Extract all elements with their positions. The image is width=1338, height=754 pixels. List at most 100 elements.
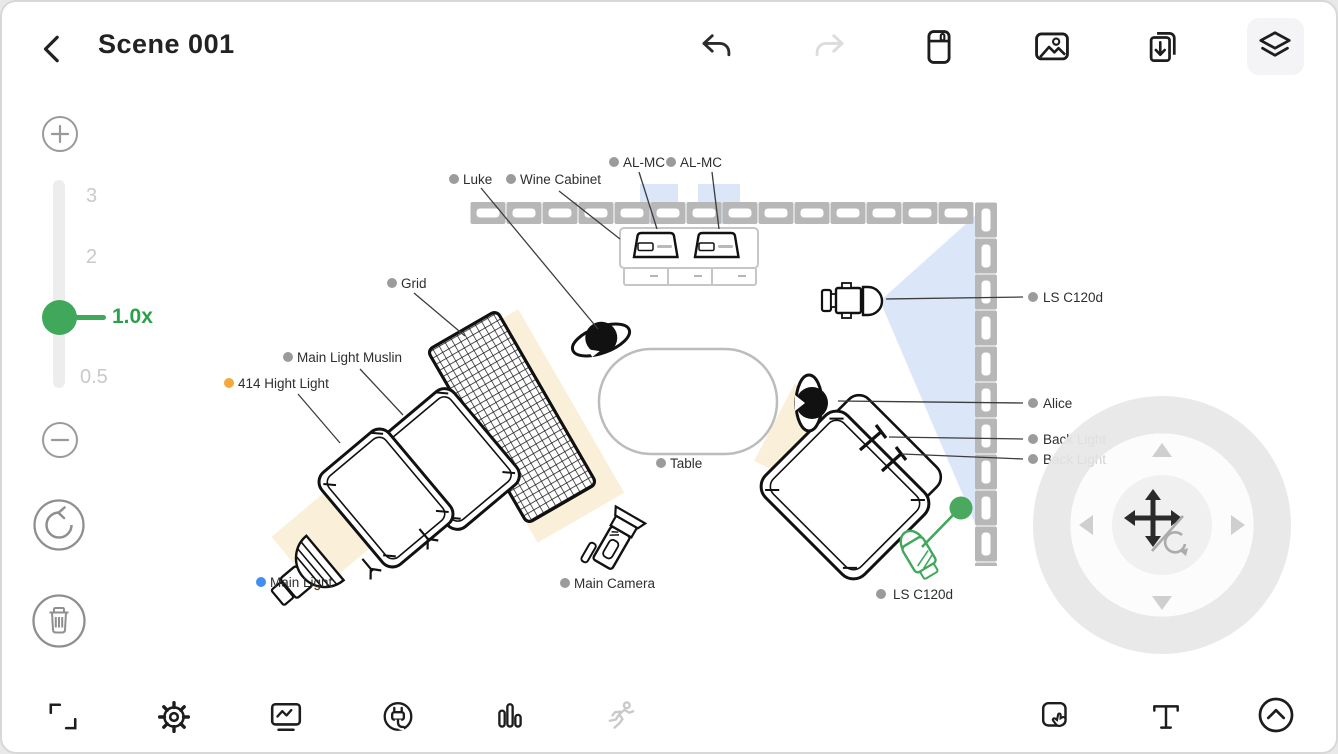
text-tool-button[interactable]: [1146, 697, 1186, 737]
image-icon: [1035, 32, 1069, 61]
label-414-hight-light: 414 Hight Light: [238, 376, 329, 391]
label-main-light-muslin: Main Light Muslin: [297, 350, 402, 365]
select-gesture-icon: [1041, 701, 1067, 727]
table[interactable]: [597, 347, 779, 456]
label-alice: Alice: [1043, 396, 1072, 411]
person-alice[interactable]: [794, 373, 828, 433]
image-button[interactable]: [1032, 27, 1072, 67]
frame-stand-1: [418, 528, 439, 550]
joystick-arrow-down-icon[interactable]: [1152, 596, 1172, 610]
zoom-tick-3: 3: [86, 185, 98, 207]
fullscreen-button[interactable]: [43, 697, 83, 737]
front-frame[interactable]: [754, 404, 935, 585]
label-ls-c120d-right: LS C120d: [1043, 290, 1103, 305]
zoom-tick-05: 0.5: [80, 366, 108, 388]
dot-ls-c120d-right: [1028, 292, 1038, 302]
save-icon: [927, 30, 951, 64]
label-luke: Luke: [463, 172, 492, 187]
zoom-slider-knob[interactable]: [42, 300, 77, 335]
redo-icon: [815, 34, 844, 57]
dot-wine-cabinet: [506, 174, 516, 184]
select-button[interactable]: [1037, 697, 1077, 737]
dot-table: [656, 458, 666, 468]
monitor-wave-icon: [270, 702, 302, 732]
save-button[interactable]: [919, 27, 959, 67]
zoom-out-button[interactable]: [40, 420, 80, 460]
selection-rotate-handle[interactable]: [949, 496, 973, 520]
gear-icon: [157, 700, 191, 734]
main-camera[interactable]: [580, 504, 648, 578]
label-al-mc-1: AL-MC: [623, 155, 665, 170]
undo-button[interactable]: [697, 27, 737, 67]
main-light-fixture[interactable]: [259, 534, 346, 620]
fullscreen-corners-icon: [49, 703, 77, 730]
leader-lines: [297, 171, 1024, 460]
dot-alice: [1028, 398, 1038, 408]
joystick-arrow-up-icon[interactable]: [1152, 443, 1172, 457]
dot-al-mc-1: [609, 157, 619, 167]
export-button[interactable]: [1143, 27, 1183, 67]
dot-main-camera: [560, 578, 570, 588]
back-light-fixture-1[interactable]: [858, 424, 888, 452]
ls-c120d-fixture[interactable]: [820, 282, 884, 319]
settings-button[interactable]: [154, 697, 194, 737]
truss-vertical[interactable]: [975, 202, 997, 566]
dot-main-light-muslin: [283, 352, 293, 362]
layers-button[interactable]: [1255, 27, 1295, 67]
zoom-slider-track[interactable]: [53, 180, 65, 388]
dot-luke: [449, 174, 459, 184]
label-grid: Grid: [401, 276, 427, 291]
truss-horizontal[interactable]: [470, 202, 974, 224]
frame-stand-2: [361, 558, 382, 580]
zoom-in-button[interactable]: [40, 114, 80, 154]
dot-main-light: [256, 577, 266, 587]
joystick-arrow-right-icon[interactable]: [1231, 515, 1245, 535]
selection-handle-line: [921, 512, 956, 548]
zoom-current-value: 1.0x: [112, 305, 153, 328]
layers-icon: [1259, 31, 1291, 57]
al-mc-device-2[interactable]: [693, 231, 740, 259]
reset-view-button[interactable]: [32, 498, 86, 552]
dot-back-light-2: [1028, 454, 1038, 464]
dot-back-light-1: [1028, 434, 1038, 444]
label-dots: [224, 157, 1038, 599]
dot-al-mc-2: [666, 157, 676, 167]
export-icon: [1149, 31, 1176, 63]
back-light-fixture-2[interactable]: [880, 446, 908, 473]
label-table: Table: [670, 456, 702, 471]
dot-ls-c120d-selected: [876, 589, 886, 599]
stats-button[interactable]: [490, 697, 530, 737]
monitor-button[interactable]: [266, 697, 306, 737]
delete-button[interactable]: [31, 593, 87, 649]
collapse-button[interactable]: [1256, 695, 1296, 735]
label-ls-c120d-selected: LS C120d: [893, 587, 953, 602]
dot-414-hight-light: [224, 378, 234, 388]
trash-icon: [32, 594, 86, 648]
redo-button[interactable]: [809, 27, 849, 67]
page-title: Scene 001: [98, 29, 235, 59]
chevron-up-circle-icon: [1258, 697, 1294, 733]
muslin-frame-1[interactable]: [314, 424, 459, 572]
al-mc-device-1[interactable]: [632, 231, 679, 259]
plus-icon: [42, 116, 78, 152]
stats-bars-icon: [498, 703, 522, 728]
reset-icon: [33, 499, 85, 551]
ls-c120d-selected-fixture[interactable]: [895, 526, 941, 581]
back-button[interactable]: [34, 29, 74, 69]
dot-grid: [387, 278, 397, 288]
ls-c120d-beam: [880, 214, 977, 528]
label-al-mc-2: AL-MC: [680, 155, 722, 170]
label-main-camera: Main Camera: [574, 576, 656, 591]
person-luke[interactable]: [567, 313, 634, 364]
minus-icon: [42, 422, 78, 458]
joystick-arrow-left-icon[interactable]: [1079, 515, 1093, 535]
joystick-control[interactable]: [1033, 396, 1291, 654]
zoom-tick-2: 2: [86, 246, 98, 268]
label-main-light: Main Light: [270, 575, 333, 590]
runner-icon: [608, 701, 635, 729]
joystick-center[interactable]: [1112, 475, 1212, 575]
label-wine-cabinet: Wine Cabinet: [520, 172, 601, 187]
animation-button[interactable]: [602, 697, 642, 737]
power-button[interactable]: [378, 697, 418, 737]
